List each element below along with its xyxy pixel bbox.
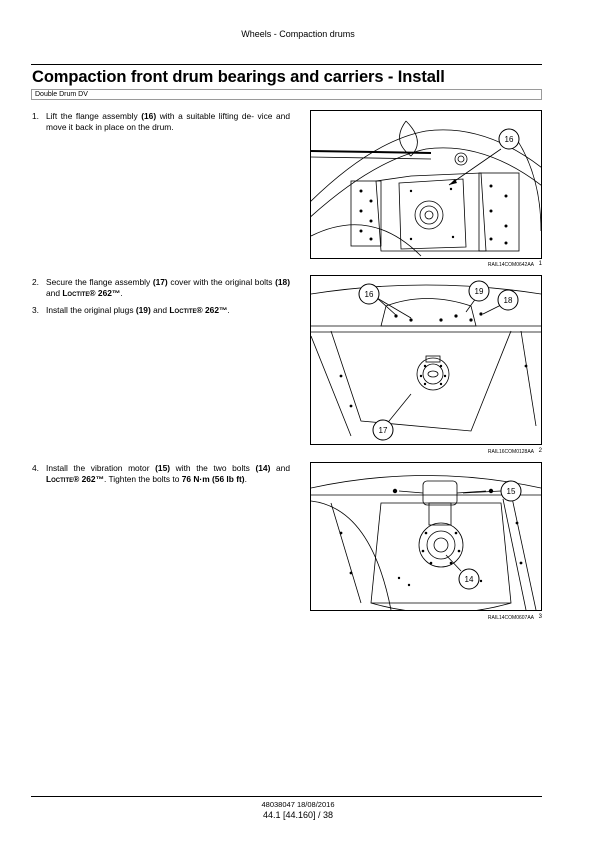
callout-label: 16 [505, 135, 514, 144]
step-number: 4. [32, 463, 39, 473]
step-3: 3. Install the original plugs (19) and L… [32, 305, 290, 316]
step-number: 1. [32, 111, 39, 121]
callout-marker [498, 128, 520, 150]
callout-label: 14 [465, 575, 474, 584]
step-1: 1. Lift the flange assembly (16) with a … [32, 111, 290, 133]
page-title: Compaction front drum bearings and carri… [32, 68, 445, 86]
footer-page-number: 44.1 [44.160] / 38 [262, 810, 334, 820]
figure-2-illustration: 16 19 18 17 [310, 275, 542, 445]
step-text: Lift the flange assembly (16) with a sui… [46, 111, 290, 132]
product-name: Loctite® 262™ [46, 474, 104, 484]
model-label: Double Drum DV [31, 89, 542, 100]
callout-ref: (14) [255, 463, 271, 473]
figure-1-number: 1 [538, 261, 542, 267]
steps-group-3: 4. Install the vibration motor (15) with… [32, 463, 290, 491]
step-4: 4. Install the vibration motor (15) with… [32, 463, 290, 485]
step-text: Secure the flange assembly (17) cover wi… [46, 277, 290, 298]
callout-ref: (15) [155, 463, 171, 473]
footer-rule [31, 796, 542, 797]
figure-3-number: 3 [538, 614, 542, 620]
figure-3-illustration: 15 14 [310, 462, 542, 611]
figure-2-drawing: 16 19 18 17 [311, 280, 541, 441]
callout-marker [458, 568, 480, 590]
header-rule [31, 64, 542, 65]
callout-ref: (19) [135, 305, 151, 315]
callout-marker [468, 280, 490, 302]
figure-3-code: RAIL14COM0607AA [487, 615, 534, 621]
figure-2-code: RAIL16COM0128AA [487, 449, 534, 455]
product-name: Loctite® 262™ [169, 305, 228, 315]
figure-2-number: 2 [538, 448, 542, 454]
torque-value: 76 N·m [181, 474, 210, 484]
figure-3-drawing: 15 14 [311, 475, 541, 610]
figure-1-code: RAIL14COM0642AA [487, 262, 534, 268]
callout-marker [500, 480, 522, 502]
step-number: 2. [32, 277, 39, 287]
torque-value-imperial: (56 lb ft) [212, 474, 245, 484]
steps-group-2: 2. Secure the flange assembly (17) cover… [32, 277, 290, 322]
callout-label: 19 [475, 287, 484, 296]
product-name: Loctite® 262™ [62, 288, 121, 298]
callout-label: 18 [504, 296, 513, 305]
callout-ref: (18) [275, 277, 290, 287]
step-text: Install the vibration motor (15) with th… [46, 463, 290, 484]
callout-marker [497, 289, 519, 311]
step-text: Install the original plugs (19) and Loct… [46, 305, 230, 315]
step-2: 2. Secure the flange assembly (17) cover… [32, 277, 290, 299]
step-number: 3. [32, 305, 39, 315]
steps-group-1: 1. Lift the flange assembly (16) with a … [32, 111, 290, 139]
figure-1-illustration: 16 [310, 110, 542, 259]
callout-ref: (17) [152, 277, 168, 287]
callout-label: 17 [379, 426, 388, 435]
figure-1-drawing: 16 [311, 120, 541, 257]
footer-document-id: 48038047 18/08/2016 [261, 800, 335, 809]
callout-marker [372, 419, 394, 441]
callout-marker [358, 283, 380, 305]
callout-label: 15 [507, 487, 516, 496]
callout-label: 16 [365, 290, 374, 299]
running-header: Wheels - Compaction drums [241, 29, 355, 39]
callout-ref: (16) [141, 111, 157, 121]
